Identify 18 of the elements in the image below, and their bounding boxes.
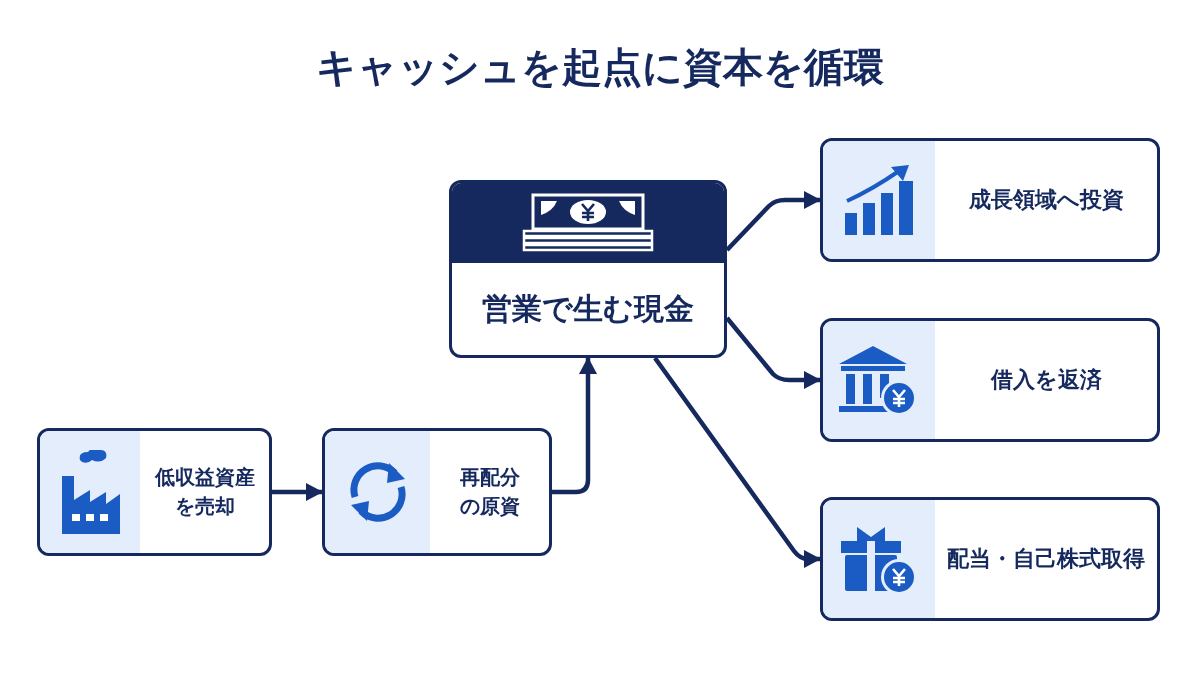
process-box <box>820 497 1160 621</box>
arrow <box>653 356 821 568</box>
arrow <box>725 316 821 389</box>
arrow <box>272 483 323 501</box>
process-box <box>820 318 1160 442</box>
title: キャッシュを起点に資本を循環 <box>315 43 885 92</box>
process-box <box>37 428 272 556</box>
arrow <box>552 357 597 495</box>
box-label: 配当・自己株式取得 <box>946 545 1146 573</box>
arrow <box>725 191 821 252</box>
process-box <box>820 138 1160 262</box>
box-label: 借入を返済 <box>989 366 1103 394</box>
box-label: 低収益資産を売却 <box>153 464 256 520</box>
box-label: 再配分の原資 <box>458 464 521 520</box>
cash-box <box>449 180 727 358</box>
process-box <box>322 428 552 556</box>
box-label: 成長領域へ投資 <box>967 186 1125 214</box>
box-label: 営業で生む現金 <box>481 290 695 328</box>
